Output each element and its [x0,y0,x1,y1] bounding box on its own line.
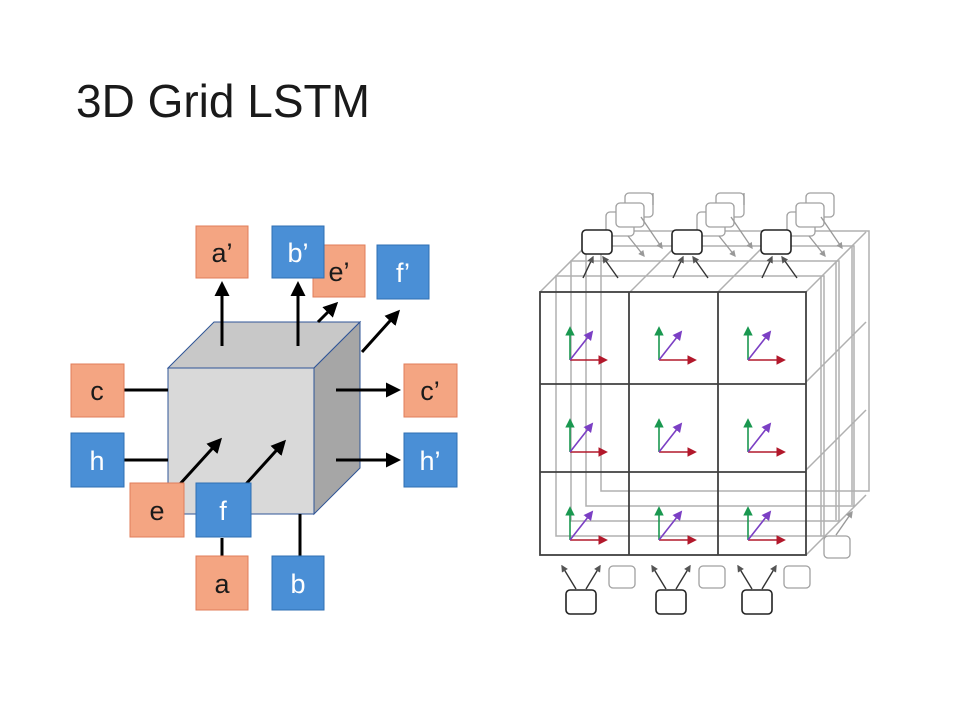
axis-triad [743,418,786,457]
label-e-in-text: e [149,496,164,526]
top-back-arrows [627,193,843,258]
f-out-arrow [360,309,401,354]
left-cell-diagram: a’ e’ b’ f’ c h c’ h’ [70,225,458,611]
top-front-cells [581,229,792,255]
label-b-out-text: b’ [287,238,308,268]
label-e-in: e [129,482,185,538]
top-back-cells [605,192,835,237]
label-f-in-text: f [219,496,227,526]
cell-axis-triads [565,326,786,545]
label-h-in-text: h [89,446,104,476]
bottom-front-cells [565,589,773,615]
label-h-out-text: h’ [419,446,440,476]
top-front-arrows [582,255,798,279]
label-c-in-text: c [90,376,104,406]
axis-depth [747,510,772,541]
label-f-in: f [195,482,252,538]
axis-depth [747,422,772,453]
label-h-in: h [70,432,125,488]
axis-triad [565,326,608,365]
label-c-out: c’ [403,363,458,418]
axis-triad [743,326,786,365]
axis-triad [654,326,697,365]
label-b-in: b [271,555,325,611]
label-c-in: c [70,363,125,418]
label-a-out: a’ [195,225,249,279]
axis-triad [565,506,608,545]
bottom-arrows [561,510,853,590]
f-in-arrow [244,439,287,486]
axis-depth [658,422,683,453]
slide-title: 3D Grid LSTM [76,75,370,127]
axis-depth [658,330,683,361]
axis-triad [565,418,608,457]
label-b-in-text: b [290,569,305,599]
axis-depth [747,330,772,361]
axis-depth [658,510,683,541]
label-a-out-text: a’ [211,238,232,268]
bottom-back-cells [608,535,851,589]
axis-depth [569,510,594,541]
e-in-arrow [178,437,223,486]
label-a-in-text: a [214,569,230,599]
front-grid [539,291,807,556]
grid-depth-layers [539,230,870,556]
label-h-out: h’ [403,432,458,488]
label-f-out-text: f’ [396,258,410,288]
e-out-arrow [316,301,339,324]
axis-depth [569,422,594,453]
axis-triad [743,506,786,545]
axis-depth [569,330,594,361]
label-b-out: b’ [271,225,325,279]
axis-triad [654,506,697,545]
right-grid-diagram [539,192,870,615]
label-e-out-text: e’ [328,257,349,287]
cube-connections [124,281,401,556]
label-c-out-text: c’ [420,376,440,406]
axis-triad [654,418,697,457]
label-a-in: a [195,555,249,611]
label-f-out: f’ [376,244,430,300]
